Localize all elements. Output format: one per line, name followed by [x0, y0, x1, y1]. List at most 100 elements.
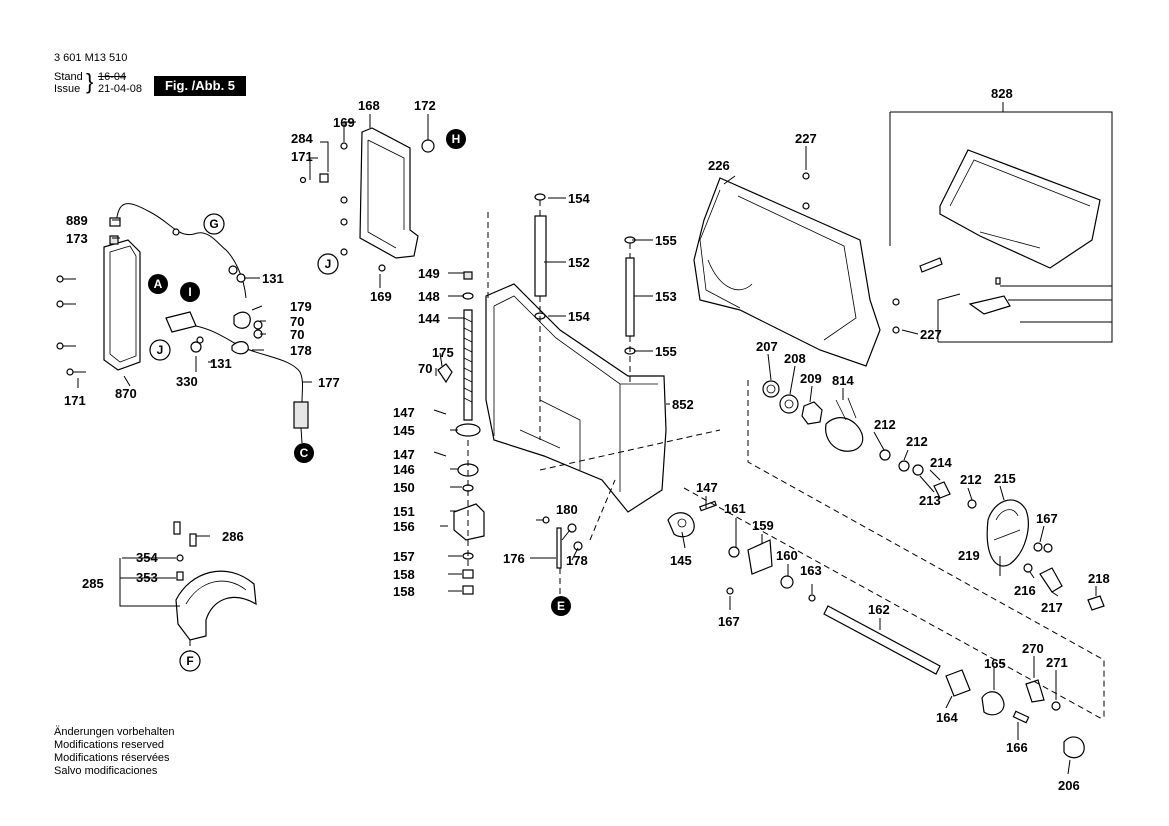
note-line: Modifications réservées [54, 752, 170, 764]
label-158: 158 [393, 584, 415, 599]
label-207: 207 [756, 339, 778, 354]
label-179: 179 [290, 299, 312, 314]
label-270: 270 [1022, 641, 1044, 656]
label-164: 164 [936, 710, 958, 725]
label-146: 146 [393, 462, 415, 477]
label-147: 147 [393, 447, 415, 462]
label-157: 157 [393, 549, 415, 564]
label-171: 171 [64, 393, 86, 408]
label-131: 131 [262, 271, 284, 286]
old-date: 16-04 [98, 71, 127, 83]
svg-text:A: A [154, 277, 163, 291]
callout-h: H [446, 129, 466, 149]
label-159: 159 [752, 518, 774, 533]
label-160: 160 [776, 548, 798, 563]
svg-text:E: E [557, 599, 565, 613]
label-180: 180 [556, 502, 578, 517]
label-284: 284 [291, 131, 313, 146]
screw-set-switch-box [56, 275, 86, 376]
handwheel-assembly [747, 380, 1105, 720]
callout-j-left: J [149, 339, 171, 361]
label-154: 154 [568, 309, 590, 324]
dust-chute-828-box [889, 102, 1113, 343]
label-70: 70 [290, 314, 304, 329]
main-frame-852 [485, 212, 721, 541]
issue-label: Issue [54, 83, 81, 95]
label-216: 216 [1014, 583, 1036, 598]
label-176: 176 [503, 551, 525, 566]
label-156: 156 [393, 519, 415, 534]
label-208: 208 [784, 351, 806, 366]
label-131: 131 [210, 356, 232, 371]
label-171: 171 [291, 149, 313, 164]
svg-text:I: I [188, 285, 191, 299]
label-147: 147 [393, 405, 415, 420]
label-218: 218 [1088, 571, 1110, 586]
housing-226 [693, 172, 900, 367]
notes-block: Änderungen vorbehalten Modifications res… [54, 726, 174, 778]
label-153: 153 [655, 289, 677, 304]
callout-e: E [551, 596, 571, 616]
label-70: 70 [418, 361, 432, 376]
label-149: 149 [418, 266, 440, 281]
leader-lines [77, 114, 1097, 775]
svg-text:G: G [209, 217, 218, 231]
label-178: 178 [290, 343, 312, 358]
label-150: 150 [393, 480, 415, 495]
shaft-153 [624, 236, 636, 384]
new-date: 21-04-08 [98, 83, 143, 95]
label-169: 169 [370, 289, 392, 304]
label-178: 178 [566, 553, 588, 568]
label-154: 154 [568, 191, 590, 206]
svg-text:F: F [186, 654, 193, 668]
label-177: 177 [318, 375, 340, 390]
label-70: 70 [290, 327, 304, 342]
label-151: 151 [393, 504, 415, 519]
lead-screw-assembly [433, 271, 485, 595]
label-158: 158 [393, 567, 415, 582]
label-214: 214 [930, 455, 952, 470]
blade-guard-285 [173, 521, 257, 651]
label-213: 213 [919, 493, 941, 508]
label-227: 227 [795, 131, 817, 146]
figure-badge: Fig. /Abb. 5 [154, 76, 246, 96]
label-226: 226 [708, 158, 730, 173]
label-285: 285 [82, 576, 104, 591]
label-165: 165 [984, 656, 1006, 671]
label-148: 148 [418, 289, 440, 304]
part-labels: 168 172 284 169 171 889 173 131 179 70 7… [64, 86, 1110, 793]
label-172: 172 [414, 98, 436, 113]
document-number: 3 601 M13 510 [54, 52, 128, 64]
label-145: 145 [393, 423, 415, 438]
label-354: 354 [136, 550, 158, 565]
label-217: 217 [1041, 600, 1063, 615]
callout-f: F [179, 650, 201, 672]
label-161: 161 [724, 501, 746, 516]
label-206: 206 [1058, 778, 1080, 793]
sensor-cable-889 [109, 203, 247, 299]
bracket-168 [299, 127, 435, 272]
label-209: 209 [800, 371, 822, 386]
shaft-162-assembly [667, 487, 1105, 759]
note-line: Salvo modificaciones [54, 765, 158, 777]
label-169: 169 [333, 115, 355, 130]
svg-text:H: H [452, 132, 461, 146]
label-166: 166 [1006, 740, 1028, 755]
callout-i: I [180, 282, 200, 302]
label-173: 173 [66, 231, 88, 246]
label-167: 167 [1036, 511, 1058, 526]
label-219: 219 [958, 548, 980, 563]
label-175: 175 [432, 345, 454, 360]
svg-text:C: C [300, 446, 309, 460]
label-145: 145 [670, 553, 692, 568]
svg-text:J: J [325, 257, 332, 271]
label-212: 212 [906, 434, 928, 449]
label-215: 215 [994, 471, 1016, 486]
label-147: 147 [696, 480, 718, 495]
label-152: 152 [568, 255, 590, 270]
label-227: 227 [920, 327, 942, 342]
label-155: 155 [655, 344, 677, 359]
label-212: 212 [960, 472, 982, 487]
label-353: 353 [136, 570, 158, 585]
